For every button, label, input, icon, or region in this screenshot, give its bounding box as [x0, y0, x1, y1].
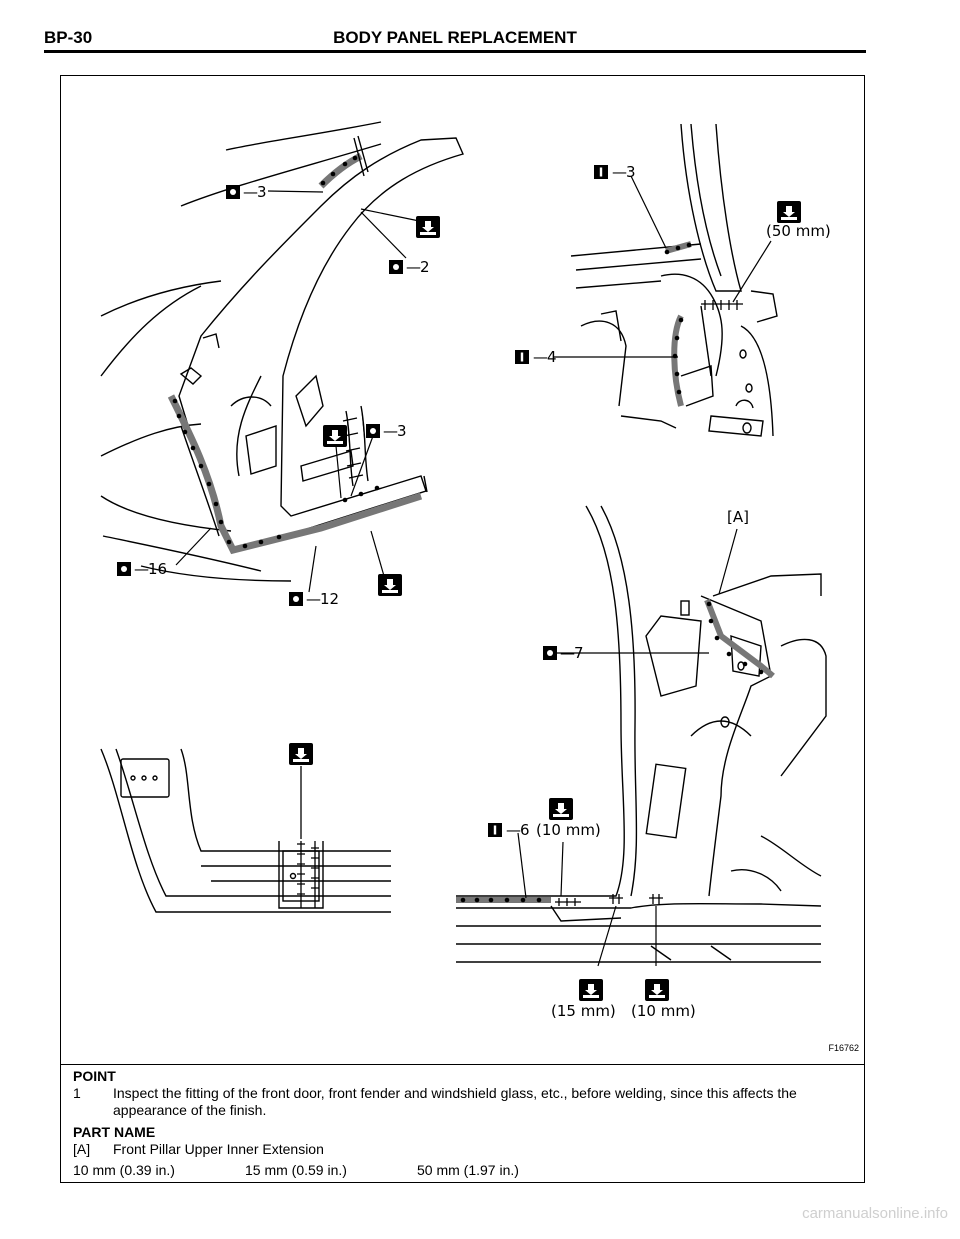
callout-i4: 4 — [547, 348, 557, 366]
callout-o16: 16 — [148, 560, 167, 578]
callout-15mm: (15 mm) — [551, 1002, 616, 1020]
callout-50mm: (50 mm) — [766, 222, 831, 240]
size-15mm: 15 mm (0.59 in.) — [245, 1162, 347, 1178]
leaders-br — [517, 528, 738, 967]
callout-a: [A] — [727, 508, 749, 526]
weld-icon — [289, 743, 313, 765]
point-item-text: Inspect the fitting of the front door, f… — [113, 1085, 797, 1118]
view-rocker-section — [100, 748, 391, 913]
callout-10mm-upper: (10 mm) — [536, 821, 601, 839]
weld-icon — [416, 216, 440, 238]
seam-welds-br — [555, 894, 663, 906]
svg-text:—: — — [612, 163, 627, 181]
weld-icon — [378, 574, 402, 596]
callout-o3-top: 3 — [257, 183, 267, 201]
part-name-key: [A] — [73, 1141, 91, 1157]
page-code: BP-30 — [44, 28, 93, 47]
callout-o2: 2 — [420, 258, 430, 276]
seam-welds-tr — [701, 300, 743, 310]
callout-o12: 12 — [320, 590, 339, 608]
part-name-heading: PART NAME — [73, 1124, 156, 1140]
callout-o3-mid: 3 — [397, 422, 407, 440]
weld-icon — [549, 798, 573, 820]
svg-text:—: — — [406, 258, 421, 276]
size-50mm: 50 mm (1.97 in.) — [417, 1162, 519, 1178]
weld-icon — [579, 979, 603, 1001]
illustration: —3 —2 —3 —16 —12 — [61, 76, 863, 1068]
header-rule — [44, 50, 866, 53]
notes-separator — [61, 1064, 864, 1065]
notes-section: POINT 1 Inspect the fitting of the front… — [73, 1068, 858, 1179]
o-marker-icon — [226, 185, 240, 199]
figure-number: F16762 — [828, 1043, 859, 1053]
svg-text:—: — — [243, 183, 258, 201]
watermark: carmanualsonline.info — [802, 1205, 948, 1222]
callout-10mm-lower: (10 mm) — [631, 1002, 696, 1020]
callout-i6: 6 — [520, 821, 530, 839]
weld-icon — [777, 201, 801, 223]
callout-i3: 3 — [626, 163, 636, 181]
i-marker-icon — [594, 165, 608, 179]
i-marker-icon — [488, 823, 502, 837]
size-legend: 10 mm (0.39 in.) 15 mm (0.59 in.) 50 mm … — [73, 1162, 858, 1179]
page-header: BP-30 BODY PANEL REPLACEMENT — [44, 0, 866, 53]
page-title: BODY PANEL REPLACEMENT — [333, 28, 577, 47]
seam-welds-bl — [297, 841, 319, 908]
svg-text:—: — — [506, 821, 521, 839]
content-frame: —3 —2 —3 —16 —12 — [60, 75, 865, 1183]
seam-welds-tl — [342, 135, 369, 487]
svg-text:—: — — [533, 348, 548, 366]
part-name-text: Front Pillar Upper Inner Extension — [113, 1141, 324, 1157]
body-panel-diagram: —3 —2 —3 —16 —12 — [100, 121, 831, 1020]
point-item-number: 1 — [73, 1085, 81, 1101]
svg-text:—: — — [306, 590, 321, 608]
leaders-tr — [553, 175, 772, 358]
o-marker-icon — [117, 562, 131, 576]
weld-icon — [323, 425, 347, 447]
i-marker-icon — [515, 350, 529, 364]
o-marker-icon — [289, 592, 303, 606]
o-marker-icon — [366, 424, 380, 438]
part-name-item: [A] Front Pillar Upper Inner Extension — [73, 1141, 858, 1158]
view-pillar-lower — [456, 505, 827, 963]
point-item: 1 Inspect the fitting of the front door,… — [73, 1085, 858, 1119]
svg-text:—: — — [560, 644, 575, 662]
weld-points-br — [460, 601, 764, 903]
size-10mm: 10 mm (0.39 in.) — [73, 1162, 175, 1178]
weld-icon — [645, 979, 669, 1001]
svg-text:—: — — [383, 422, 398, 440]
point-heading: POINT — [73, 1068, 116, 1084]
o-marker-icon — [543, 646, 557, 660]
svg-text:—: — — [134, 560, 149, 578]
callout-o7: 7 — [574, 644, 584, 662]
o-marker-icon — [389, 260, 403, 274]
